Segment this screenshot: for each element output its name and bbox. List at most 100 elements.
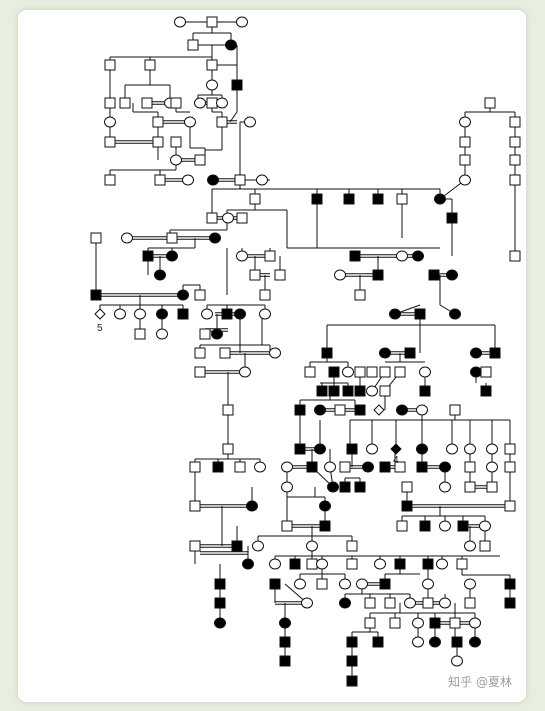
affected-male (379, 461, 391, 473)
unaffected-male (219, 347, 231, 359)
affected-male (429, 617, 441, 629)
affected-female (412, 250, 424, 262)
unaffected-male (379, 385, 391, 397)
unaffected-male (379, 366, 391, 378)
unaffected-male (152, 116, 164, 128)
unaffected-female (316, 558, 328, 570)
affected-male (422, 558, 434, 570)
affected-female (211, 328, 223, 340)
unaffected-male (396, 520, 408, 532)
unaffected-female (184, 116, 196, 128)
unaffected-male (394, 366, 406, 378)
unaffected-female (281, 481, 293, 493)
affected-female (469, 636, 481, 648)
affected-male (404, 347, 416, 359)
unaffected-male (189, 461, 201, 473)
unaffected-female (334, 269, 346, 281)
unaffected-male (449, 404, 461, 416)
unaffected-male (339, 461, 351, 473)
unaffected-male (234, 461, 246, 473)
affected-male (372, 269, 384, 281)
affected-male (214, 597, 226, 609)
affected-male (349, 250, 361, 262)
affected-female (379, 347, 391, 359)
affected-male (419, 385, 431, 397)
affected-female (327, 481, 339, 493)
affected-male (346, 443, 358, 455)
unaffected-female (469, 617, 481, 629)
affected-female (429, 636, 441, 648)
unaffected-male (104, 136, 116, 148)
unaffected-male (189, 540, 201, 552)
affected-female (439, 461, 451, 473)
affected-female (207, 174, 219, 186)
unaffected-female (459, 174, 471, 186)
unaffected-male (104, 174, 116, 186)
affected-female (314, 404, 326, 416)
unaffected-female (252, 540, 264, 552)
unaffected-male (206, 97, 218, 109)
unaffected-male (509, 116, 521, 128)
unaffected-male (480, 366, 492, 378)
unaffected-female (396, 250, 408, 262)
affected-female (209, 232, 221, 244)
unaffected-male (354, 366, 366, 378)
unaffected-female (356, 578, 368, 590)
affected-male (289, 558, 301, 570)
affected-male (269, 578, 281, 590)
affected-female (470, 366, 482, 378)
affected-female (314, 443, 326, 455)
unaffected-female (114, 308, 126, 320)
affected-male (480, 385, 492, 397)
unaffected-male (249, 193, 261, 205)
unaffected-male (206, 212, 218, 224)
unaffected-male (509, 174, 521, 186)
unaffected-female (324, 461, 336, 473)
affected-female (279, 617, 291, 629)
unaffected-male (479, 540, 491, 552)
affected-male (354, 385, 366, 397)
affected-male (394, 558, 406, 570)
unaffected-female (366, 385, 378, 397)
unaffected-female (236, 16, 248, 28)
unaffected-male (199, 328, 211, 340)
unaffected-female (342, 366, 354, 378)
sex-unknown-diamond (373, 404, 385, 416)
unaffected-male (394, 461, 406, 473)
unaffected-female (256, 174, 268, 186)
unaffected-male (504, 500, 516, 512)
unaffected-male (187, 39, 199, 51)
unaffected-male (134, 328, 146, 340)
unaffected-male (364, 617, 376, 629)
unaffected-male (384, 597, 396, 609)
unaffected-female (464, 540, 476, 552)
unaffected-male (249, 269, 261, 281)
unaffected-female (216, 97, 228, 109)
unaffected-male (274, 269, 286, 281)
affected-male (446, 212, 458, 224)
unaffected-female (201, 308, 213, 320)
unaffected-male (206, 16, 218, 28)
affected-male (346, 636, 358, 648)
unaffected-female (486, 443, 498, 455)
unaffected-male (234, 174, 246, 186)
unaffected-female (236, 250, 248, 262)
affected-male (343, 193, 355, 205)
unaffected-male (170, 136, 182, 148)
affected-female (470, 347, 482, 359)
unaffected-female (459, 116, 471, 128)
unaffected-male (484, 97, 496, 109)
affected-male (354, 404, 366, 416)
unaffected-male (216, 116, 228, 128)
unaffected-female (239, 366, 251, 378)
affected-male (321, 347, 333, 359)
unaffected-female (194, 97, 206, 109)
unaffected-male (222, 404, 234, 416)
unaffected-female (419, 366, 431, 378)
unaffected-female (422, 578, 434, 590)
affected-male (279, 655, 291, 667)
unaffected-male (104, 59, 116, 71)
unaffected-female (446, 443, 458, 455)
unaffected-female (259, 308, 271, 320)
affected-male (90, 289, 102, 301)
